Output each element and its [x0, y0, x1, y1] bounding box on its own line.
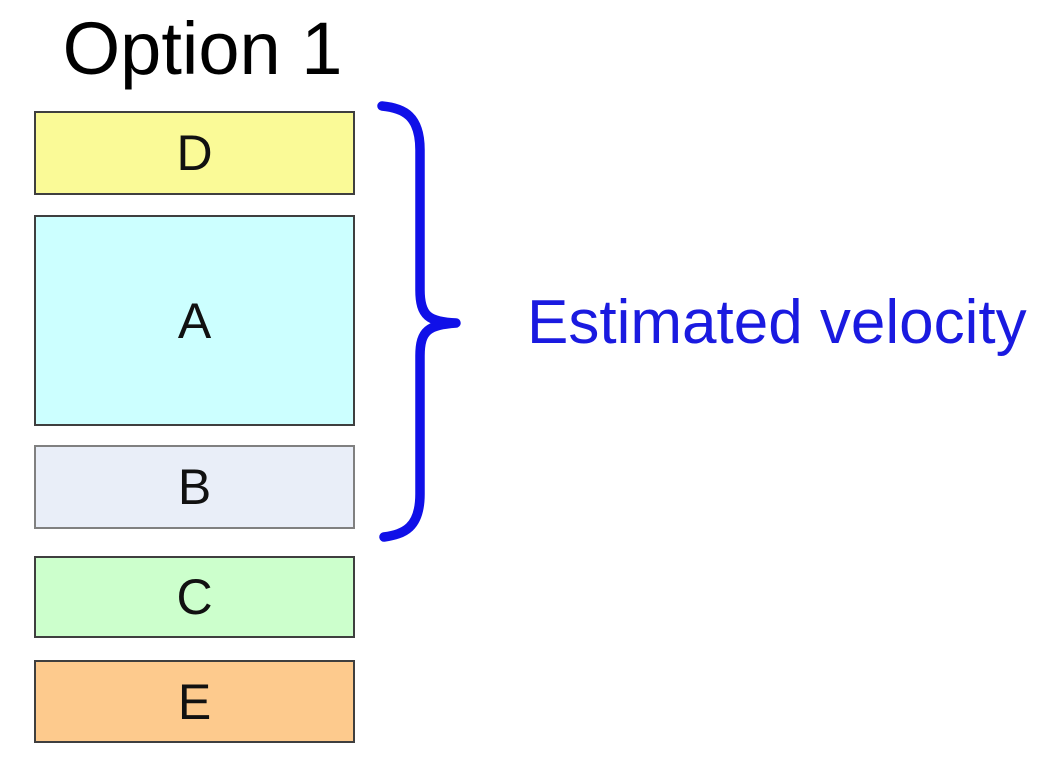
story-box-E: E	[34, 660, 355, 743]
option-title: Option 1	[62, 7, 343, 90]
story-box-label: D	[176, 125, 213, 181]
estimated-velocity-label: Estimated velocity	[527, 288, 1027, 357]
story-box-label: A	[177, 292, 212, 349]
story-box-B: B	[34, 445, 355, 529]
story-box-label: B	[177, 459, 212, 515]
story-box-label: E	[177, 673, 212, 730]
story-box-D: D	[34, 111, 355, 195]
story-box-label: C	[176, 569, 213, 625]
story-box-A: A	[34, 215, 355, 426]
story-box-C: C	[34, 556, 355, 638]
